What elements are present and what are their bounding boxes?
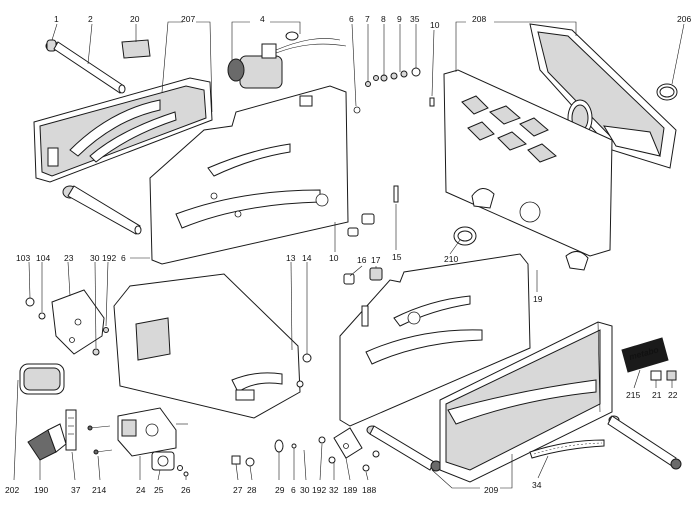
label-26: 26 bbox=[181, 485, 191, 495]
part-210-hose-clamp bbox=[453, 226, 477, 246]
part-208-rear-panel bbox=[443, 69, 613, 271]
label-6b: 6 bbox=[121, 253, 126, 263]
label-23: 23 bbox=[64, 253, 74, 263]
label-8: 8 bbox=[381, 14, 386, 24]
part-20-plate bbox=[121, 39, 151, 59]
part-13-side-panel bbox=[113, 273, 301, 419]
part-4-switch-motor bbox=[227, 31, 347, 89]
part-209-guard-box bbox=[439, 321, 613, 483]
label-30a: 30 bbox=[90, 253, 100, 263]
label-29: 29 bbox=[275, 485, 285, 495]
leader-lines bbox=[13, 21, 685, 489]
label-17: 17 bbox=[371, 255, 381, 265]
label-32: 32 bbox=[329, 485, 339, 495]
label-192b: 192 bbox=[312, 485, 326, 495]
part-32-bracket bbox=[318, 427, 380, 472]
part-23-bracket bbox=[51, 289, 105, 355]
label-104: 104 bbox=[36, 253, 50, 263]
part-214-screws bbox=[87, 425, 113, 455]
part-202-pad bbox=[19, 363, 65, 395]
label-14: 14 bbox=[302, 253, 312, 263]
label-209: 209 bbox=[484, 485, 498, 495]
label-27: 27 bbox=[233, 485, 243, 495]
part-190-knob bbox=[27, 423, 67, 461]
label-35: 35 bbox=[410, 14, 420, 24]
label-188: 188 bbox=[362, 485, 376, 495]
label-20: 20 bbox=[130, 14, 140, 24]
label-9: 9 bbox=[397, 14, 402, 24]
label-103: 103 bbox=[16, 253, 30, 263]
label-202: 202 bbox=[5, 485, 19, 495]
part-2-tube-lower bbox=[62, 185, 142, 235]
label-37: 37 bbox=[71, 485, 81, 495]
screws-7-8-9-35 bbox=[353, 67, 421, 114]
label-13: 13 bbox=[286, 253, 296, 263]
part-209-rod bbox=[366, 415, 682, 472]
label-4: 4 bbox=[260, 14, 265, 24]
part-24-switch-box bbox=[117, 407, 188, 457]
label-2: 2 bbox=[88, 14, 93, 24]
label-190: 190 bbox=[34, 485, 48, 495]
small-parts-center bbox=[343, 97, 435, 285]
label-10b: 10 bbox=[329, 253, 339, 263]
parts-21-22 bbox=[650, 370, 677, 381]
part-206-dust-hood bbox=[529, 23, 677, 169]
part-37-tag bbox=[65, 409, 77, 451]
part-26-screws bbox=[177, 465, 189, 477]
label-189: 189 bbox=[343, 485, 357, 495]
label-30b: 30 bbox=[300, 485, 310, 495]
label-15: 15 bbox=[392, 252, 402, 262]
part-number-labels: 1 2 20 207 4 6 7 8 9 35 10 208 206 6 10 … bbox=[5, 14, 691, 495]
label-28: 28 bbox=[247, 485, 257, 495]
part-206-hose-clamp bbox=[656, 83, 678, 101]
label-214: 214 bbox=[92, 485, 106, 495]
label-25: 25 bbox=[154, 485, 164, 495]
part-19-side-panel bbox=[339, 253, 531, 427]
label-192a: 192 bbox=[102, 253, 116, 263]
label-6a: 6 bbox=[349, 14, 354, 24]
part-215-logo-label: metabo bbox=[621, 337, 669, 373]
label-210: 210 bbox=[444, 254, 458, 264]
label-6c: 6 bbox=[291, 485, 296, 495]
label-21: 21 bbox=[652, 390, 662, 400]
label-22: 22 bbox=[668, 390, 678, 400]
label-207: 207 bbox=[181, 14, 195, 24]
label-7: 7 bbox=[365, 14, 370, 24]
label-215: 215 bbox=[626, 390, 640, 400]
part-207-front-panel bbox=[33, 77, 213, 183]
label-19: 19 bbox=[533, 294, 543, 304]
label-206: 206 bbox=[677, 14, 691, 24]
label-16: 16 bbox=[357, 255, 367, 265]
part-34-rack bbox=[529, 439, 605, 459]
label-10a: 10 bbox=[430, 20, 440, 30]
part-center-side-panel bbox=[149, 85, 349, 265]
part-25-knob bbox=[151, 451, 175, 471]
label-208: 208 bbox=[472, 14, 486, 24]
label-24: 24 bbox=[136, 485, 146, 495]
washers-103-104 bbox=[25, 297, 109, 356]
label-34: 34 bbox=[532, 480, 542, 490]
part-2-tube bbox=[53, 41, 126, 94]
label-1: 1 bbox=[54, 14, 59, 24]
